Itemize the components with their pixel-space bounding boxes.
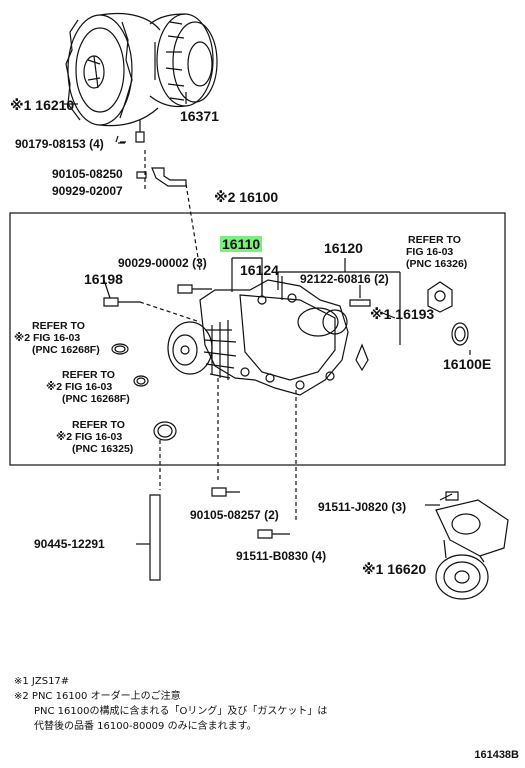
refer-to-16268f-b-line2: ※2 FIG 16-03 bbox=[46, 381, 113, 393]
refer-to-16268f-b-line1: REFER TO bbox=[62, 369, 115, 381]
footnote-4: 代替後の品番 16100-80009 のみに含まれます。 bbox=[34, 721, 257, 732]
label-92122-60816[interactable]: 92122-60816 (2) bbox=[300, 272, 389, 286]
refer-to-16325-line2: ※2 FIG 16-03 bbox=[56, 431, 123, 443]
refer-to-16268f-a-line2: ※2 FIG 16-03 bbox=[14, 332, 81, 344]
label-16100[interactable]: ※2 16100 bbox=[214, 189, 279, 205]
water-pump-drawing bbox=[167, 279, 349, 396]
label-90445-12291[interactable]: 90445-12291 bbox=[34, 537, 105, 551]
tensioner-drawing bbox=[435, 491, 509, 600]
label-90105-08250[interactable]: 90105-08250 bbox=[52, 167, 123, 181]
refer-to-16325-line3: (PNC 16325) bbox=[72, 443, 134, 455]
label-16120[interactable]: 16120 bbox=[324, 240, 363, 256]
label-16371[interactable]: 16371 bbox=[180, 108, 219, 124]
footnote-1: ※1 JZS17# bbox=[14, 676, 70, 687]
label-16124[interactable]: 16124 bbox=[240, 262, 279, 278]
footnote-3: PNC 16100の構成に含まれる「Oリング」及び「ガスケット」は bbox=[34, 706, 328, 717]
label-16100e[interactable]: 16100E bbox=[443, 356, 492, 372]
refer-to-16326-line1: REFER TO bbox=[408, 234, 461, 246]
label-16620[interactable]: ※1 16620 bbox=[362, 561, 427, 577]
footnote-2: ※2 PNC 16100 オーダー上のご注意 bbox=[14, 691, 181, 702]
refer-to-16326-line3: (PNC 16326) bbox=[406, 258, 468, 270]
refer-to-16268f-b[interactable]: REFER TO ※2 FIG 16-03 (PNC 16268F) bbox=[46, 369, 130, 405]
label-90179-08153[interactable]: 90179-08153 (4) bbox=[15, 137, 104, 151]
refer-to-16325[interactable]: REFER TO ※2 FIG 16-03 (PNC 16325) bbox=[56, 419, 133, 455]
fan-clutch-drawing bbox=[65, 12, 161, 127]
label-90105-08257[interactable]: 90105-08257 (2) bbox=[190, 508, 279, 522]
label-91511-j0820[interactable]: 91511-J0820 (3) bbox=[318, 500, 407, 514]
label-16193[interactable]: ※1 16193 bbox=[370, 306, 435, 322]
refer-to-16326-line2: FIG 16-03 bbox=[406, 246, 454, 258]
refer-to-16268f-a-line1: REFER TO bbox=[32, 320, 85, 332]
figure-id: 161438B bbox=[474, 749, 519, 761]
label-91511-b0830[interactable]: 91511-B0830 (4) bbox=[236, 549, 327, 563]
pulley-drawing bbox=[149, 13, 218, 108]
refer-to-16268f-b-line3: (PNC 16268F) bbox=[62, 393, 130, 405]
label-16198[interactable]: 16198 bbox=[84, 271, 123, 287]
refer-to-16268f-a[interactable]: REFER TO ※2 FIG 16-03 (PNC 16268F) bbox=[14, 320, 100, 356]
label-16210[interactable]: ※1 16210 bbox=[10, 97, 75, 113]
assembly-frame bbox=[9, 212, 506, 466]
highlight-16110: 16110 bbox=[220, 236, 263, 252]
label-90929-02007[interactable]: 90929-02007 bbox=[52, 184, 123, 198]
refer-to-16268f-a-line3: (PNC 16268F) bbox=[32, 344, 100, 356]
refer-to-16326[interactable]: REFER TO FIG 16-03 (PNC 16326) bbox=[406, 234, 467, 270]
label-16110[interactable]: 16110 bbox=[220, 236, 263, 252]
label-90029-00002[interactable]: 90029-00002 (3) bbox=[118, 256, 207, 270]
refer-to-16325-line1: REFER TO bbox=[72, 419, 125, 431]
